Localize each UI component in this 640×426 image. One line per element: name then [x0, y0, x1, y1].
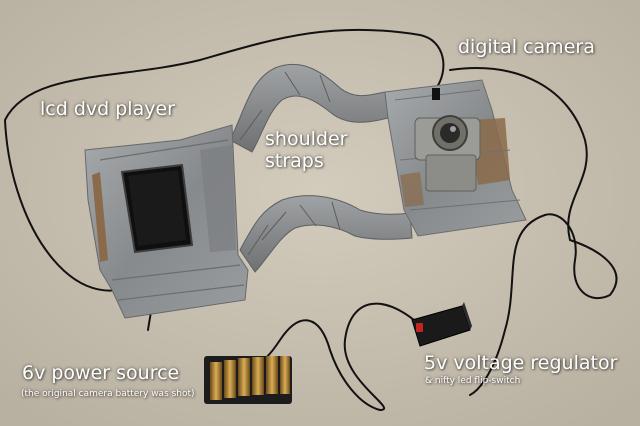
shoulder-straps — [229, 63, 413, 273]
battery-regulator-wire — [254, 302, 421, 412]
wires — [3, 28, 618, 412]
regulator-output-wire — [469, 214, 546, 396]
digital-camera — [414, 88, 481, 192]
camera-loop-wire — [449, 67, 618, 300]
label-voltage-regulator: 5v voltage regulator — [424, 352, 618, 374]
label-regulator-note: & nifty led flip-switch — [425, 376, 521, 386]
label-shoulder-straps: shoulder straps — [265, 128, 347, 172]
label-shoulder-line1: shoulder — [265, 128, 348, 150]
label-dvd-player: lcd dvd player — [40, 98, 175, 120]
voltage-regulator — [411, 302, 472, 347]
label-power-note: (the original camera battery was shot) — [21, 389, 195, 399]
label-shoulder-line2: straps — [265, 150, 324, 172]
dvd-camera-wire — [3, 28, 445, 292]
label-power-source: 6v power source — [22, 362, 180, 384]
label-digital-camera: digital camera — [458, 36, 595, 58]
battery-pack — [204, 356, 292, 404]
dvd-screen — [120, 163, 194, 254]
